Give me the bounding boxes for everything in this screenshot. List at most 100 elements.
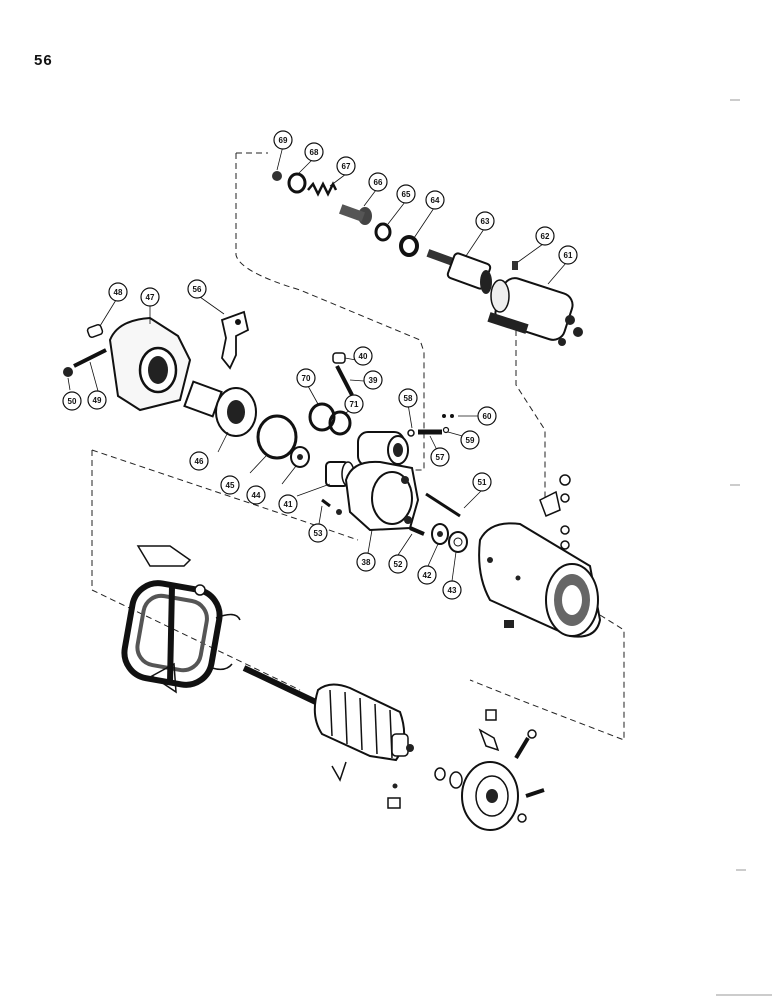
callout-label: 47 [146,293,155,302]
callout-56: 56 [187,279,207,299]
callout-label: 39 [369,376,378,385]
callout-label: 61 [564,251,573,260]
callout-label: 62 [541,232,550,241]
part-67 [307,181,338,197]
callout-60: 60 [477,406,497,426]
callout-label: 41 [284,500,293,509]
callout-label: 56 [193,285,202,294]
callout-62: 62 [535,226,555,246]
callout-42: 42 [417,565,437,585]
callout-53: 53 [308,523,328,543]
callout-70: 70 [296,368,316,388]
callout-label: 59 [466,436,475,445]
callout-45: 45 [220,475,240,495]
callout-label: 69 [279,136,288,145]
callout-61: 61 [558,245,578,265]
callout-label: 43 [448,586,457,595]
part-53 [321,498,342,515]
callout-label: 51 [478,478,487,487]
part-44 [290,446,310,468]
part-70 [308,402,336,432]
callout-57: 57 [430,447,450,467]
callout-label: 60 [483,412,492,421]
callout-58: 58 [398,388,418,408]
callout-label: 53 [314,529,323,538]
check-marker [331,761,347,782]
callout-label: 49 [93,396,102,405]
part-51 [425,492,461,518]
callout-label: 50 [68,397,77,406]
callout-43: 43 [442,580,462,600]
callout-46: 46 [189,451,209,471]
callout-49: 49 [87,390,107,410]
solenoid-group-outline-right [236,152,546,500]
callout-label: 42 [423,571,432,580]
solenoid-group-outline [235,153,425,471]
part-59 [442,426,450,434]
part-64 [399,235,419,257]
callout-label: 65 [402,190,411,199]
callout-label: 67 [342,162,351,171]
callout-66: 66 [368,172,388,192]
callout-47: 47 [140,287,160,307]
callout-leaders [67,145,567,582]
part-48 [86,324,104,338]
callout-label: 66 [374,178,383,187]
part-39 [335,365,354,396]
callout-48: 48 [108,282,128,302]
callout-label: 46 [195,457,204,466]
commutator-end-plate [387,709,545,831]
callout-label: 58 [404,394,413,403]
part-65 [374,222,392,242]
callout-label: 68 [310,148,319,157]
callout-51: 51 [472,472,492,492]
callout-71: 71 [344,394,364,414]
callout-label: 44 [252,491,261,500]
callout-label: 63 [481,217,490,226]
frame-group-outline [469,614,625,741]
callout-39: 39 [363,370,383,390]
callout-64: 64 [425,190,445,210]
callout-label: 64 [431,196,440,205]
part-47 [108,316,192,412]
field-coils [121,545,241,688]
callout-label: 48 [114,288,123,297]
callout-50: 50 [62,391,82,411]
triangle-marker [150,662,177,694]
callout-52: 52 [388,554,408,574]
part-40 [332,352,346,364]
part-50 [63,367,73,377]
callout-44: 44 [246,485,266,505]
page-number: 56 [34,52,53,69]
part-60 [442,414,454,418]
part-61 [487,277,583,346]
part-52 [409,526,425,536]
callout-69: 69 [273,130,293,150]
callout-label: 70 [302,374,311,383]
part-63 [426,249,492,294]
callout-59: 59 [460,430,480,450]
callout-67: 67 [336,156,356,176]
part-49 [73,348,107,368]
callout-label: 38 [362,558,371,567]
part-42 [431,523,449,545]
callout-65: 65 [396,184,416,204]
motor-group-outline [91,449,359,691]
part-62 [512,261,518,270]
part-56 [220,310,250,370]
part-69 [272,171,282,181]
callout-label: 57 [436,453,445,462]
callout-label: 45 [226,481,235,490]
callout-38: 38 [356,552,376,572]
part-38 [344,431,420,532]
callout-63: 63 [475,211,495,231]
part-68 [287,172,307,194]
callout-40: 40 [353,346,373,366]
armature [242,665,414,762]
part-66 [339,204,372,225]
frame-housing [478,474,602,638]
margin-marks [716,99,772,996]
part-45 [256,414,298,460]
callout-label: 52 [394,560,403,569]
